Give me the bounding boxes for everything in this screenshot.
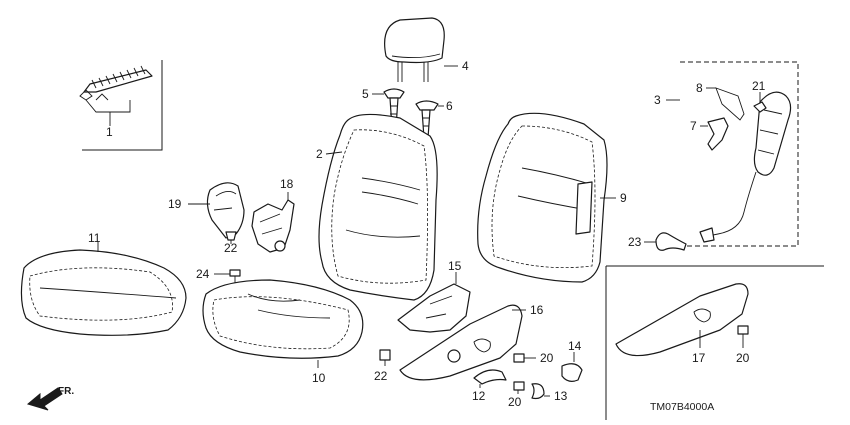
front-direction-label: FR. [58, 386, 74, 397]
callout-18: 18 [280, 177, 294, 191]
part-10-cushion-pad [202, 279, 364, 368]
callout-20-b: 20 [508, 395, 522, 409]
part-2-seatback-pad [318, 113, 438, 301]
part-21-nut [753, 92, 767, 113]
callout-6: 6 [446, 99, 453, 113]
callout-11: 11 [88, 231, 101, 245]
part-22-clip-a [225, 231, 237, 244]
callout-19: 19 [168, 197, 182, 211]
part-18-bracket [251, 192, 295, 253]
part-12-lever [473, 369, 507, 388]
part-17-variant-frame [605, 265, 824, 420]
callout-24: 24 [196, 267, 210, 281]
callout-20-a: 20 [540, 351, 554, 365]
callout-7: 7 [690, 119, 697, 133]
part-4-headrest [384, 17, 458, 82]
callout-22-a: 22 [224, 241, 238, 255]
callout-17: 17 [692, 351, 706, 365]
diagram-code: TM07B4000A [650, 401, 714, 413]
part-24-screw [214, 269, 241, 284]
part-9-seatback-cover [477, 112, 616, 283]
callout-5: 5 [362, 87, 369, 101]
callout-23: 23 [628, 235, 642, 249]
part-20-screw-c [737, 325, 749, 348]
part-16-side-trim [399, 304, 526, 381]
part-6-guide [415, 100, 444, 139]
callout-14: 14 [568, 339, 582, 353]
part-19-trim [188, 182, 245, 239]
callout-4: 4 [462, 59, 469, 73]
callout-12: 12 [472, 389, 486, 403]
part-11-cushion-cover [20, 242, 187, 336]
part-20-screw-a [513, 353, 536, 363]
callout-15: 15 [448, 259, 462, 273]
callout-3: 3 [654, 93, 661, 107]
callout-2: 2 [316, 147, 323, 161]
part-15-frame [397, 272, 471, 333]
callout-22-b: 22 [374, 369, 388, 383]
part-1-clip [79, 60, 163, 151]
callout-21: 21 [752, 79, 766, 93]
part-23-hook [644, 232, 687, 251]
callout-13: 13 [554, 389, 568, 403]
part-13-cap [531, 383, 550, 400]
callout-1: 1 [106, 125, 113, 139]
part-22-clip-b [379, 349, 391, 366]
callout-16: 16 [530, 303, 544, 317]
part-8-wire-clip [706, 87, 745, 121]
part-7-bracket [700, 117, 729, 151]
part-3-side-airbag [666, 61, 799, 247]
callout-9: 9 [620, 191, 627, 205]
part-14-knob [561, 352, 583, 382]
callout-10: 10 [312, 371, 326, 385]
part-20-screw-b [513, 381, 525, 394]
front-direction-arrow: FR. [26, 386, 74, 411]
callout-20-c: 20 [736, 351, 750, 365]
callout-8: 8 [696, 81, 703, 95]
